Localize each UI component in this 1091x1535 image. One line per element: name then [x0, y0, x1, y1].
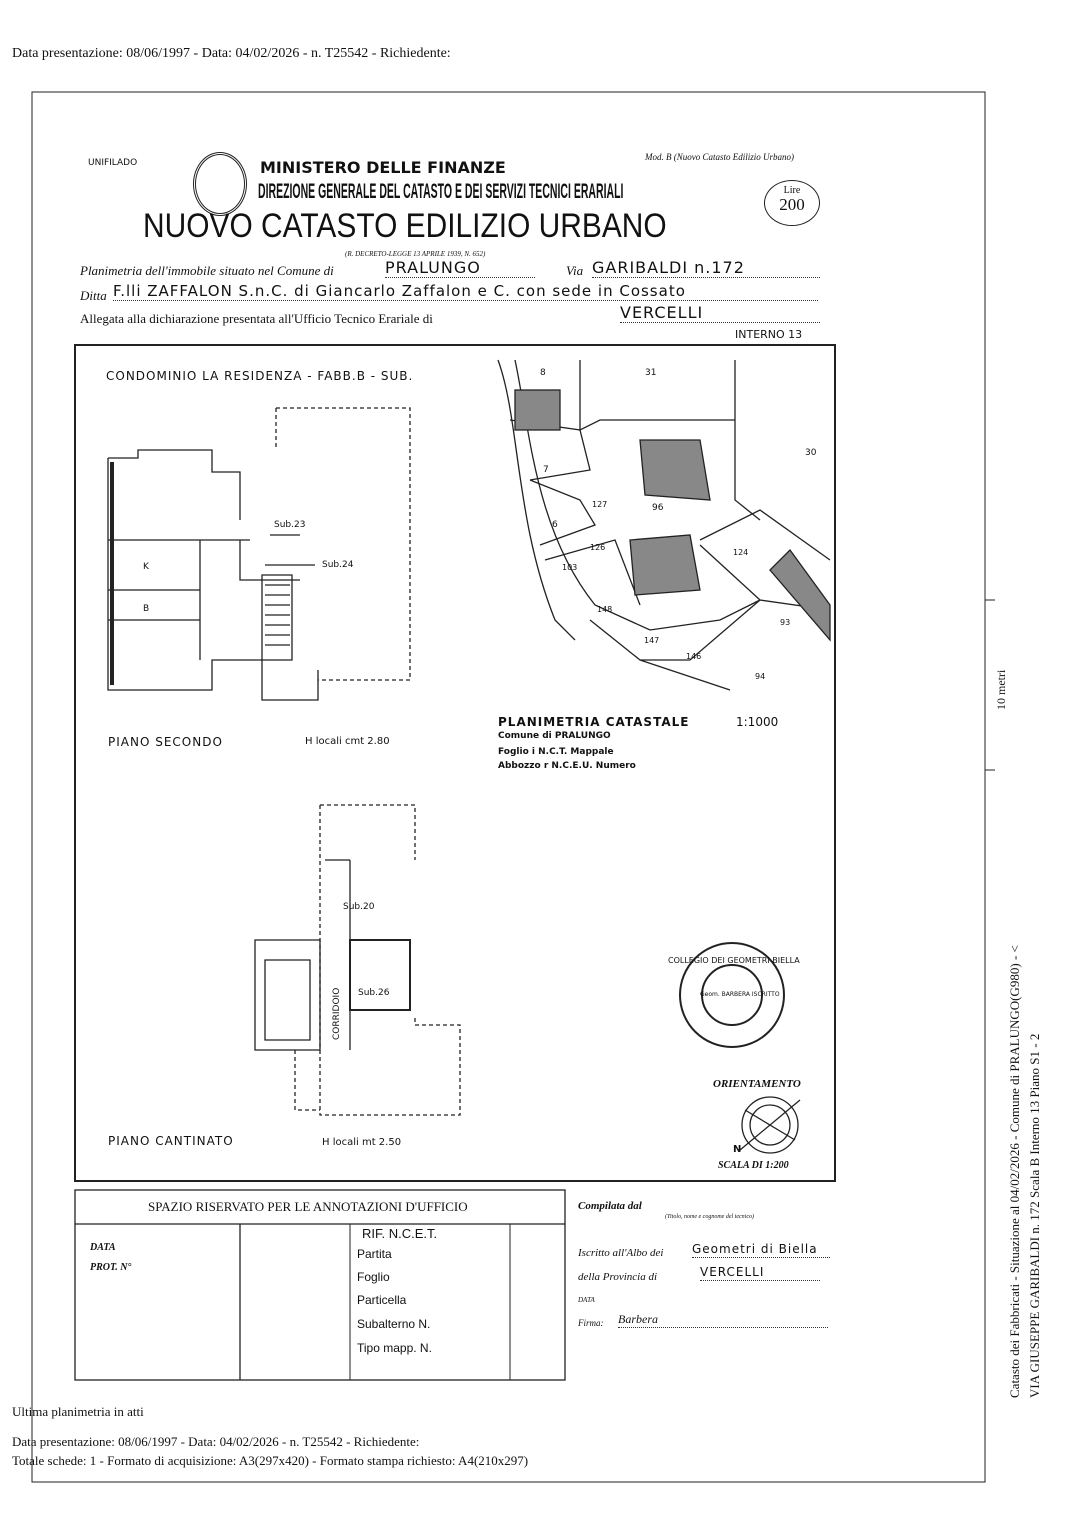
outer-frame: [31, 91, 986, 1483]
scale-bar-ticks: [985, 599, 995, 771]
via-value: GARIBALDI n.172: [592, 258, 820, 279]
parcel-147: 147: [644, 636, 660, 645]
footer-last-plan: Ultima planimetria in atti: [12, 1404, 144, 1419]
provincia-label: della Provincia di: [578, 1271, 658, 1283]
top-presentation-line: Data presentazione: 08/06/1997 - Data: 0…: [12, 46, 451, 61]
compilata-hint: (Titolo, nome e cognome del tecnico): [665, 1214, 754, 1220]
map-foglio: Foglio i N.C.T. Mappale: [498, 747, 614, 757]
seal-inner-text: Geom. BARBERA ISCRITTO: [700, 991, 780, 998]
field-foglio: Foglio: [357, 1270, 390, 1284]
field-particella: Particella: [357, 1293, 407, 1307]
side-text-situation: Catasto dei Fabbricati - Situazione al 0…: [1007, 945, 1022, 1398]
office-table-lines: [74, 1189, 566, 1381]
basement-height: H locali mt 2.50: [322, 1137, 402, 1148]
stamp-value: 200: [779, 195, 805, 214]
drawing-frame: [74, 344, 836, 1182]
allegata-label: Allegata alla dichiarazione presentata a…: [80, 311, 433, 326]
parcel-8: 8: [540, 368, 546, 378]
room-b-label: B: [143, 604, 150, 614]
map-title: PLANIMETRIA CATASTALE: [498, 715, 690, 729]
seal-outer-text: COLLEGIO DEI GEOMETRI BIELLA: [668, 956, 800, 965]
direction-name: DIREZIONE GENERALE DEL CATASTO E DEI SER…: [258, 180, 624, 203]
sub23-label: Sub.23: [274, 520, 306, 530]
rif-label: RIF. N.C.E.T.: [362, 1226, 438, 1241]
condominio-label: CONDOMINIO LA RESIDENZA - FABB.B - SUB.: [106, 369, 414, 383]
second-floor-plan: [107, 407, 411, 701]
basement-label: PIANO CANTINATO: [108, 1134, 234, 1148]
map-scale: 1:1000: [736, 715, 779, 729]
parcel-146: 146: [686, 652, 702, 661]
scale-bar-label: 10 metri: [994, 669, 1008, 710]
second-floor-label: PIANO SECONDO: [108, 735, 223, 749]
stamp-label: Lire: [783, 185, 801, 196]
iscritto-label: Iscritto all'Albo dei: [578, 1247, 664, 1259]
parcel-126: 126: [590, 543, 606, 552]
sub20-label: Sub.20: [343, 902, 375, 912]
compilata-label: Compilata dal: [578, 1200, 642, 1212]
side-text-address: VIA GIUSEPPE GARIBALDI n. 172 Scala B In…: [1027, 1033, 1042, 1398]
ditta-label: Ditta: [80, 288, 107, 303]
parcel-124: 124: [733, 548, 749, 557]
cadastral-map: [497, 359, 831, 691]
corridor-label: CORRIDOIO: [332, 987, 342, 1040]
parcel-96: 96: [652, 503, 664, 513]
firma-signature: Barbera: [618, 1312, 828, 1328]
parcel-127: 127: [592, 500, 608, 509]
comune-value: PRALUNGO: [385, 258, 535, 279]
parcel-31: 31: [645, 368, 657, 378]
footer-presentation: Data presentazione: 08/06/1997 - Data: 0…: [12, 1434, 420, 1449]
scale-label: SCALA DI 1:200: [718, 1160, 789, 1171]
parcel-7: 7: [543, 465, 549, 475]
map-comune: Comune di PRALUNGO: [498, 731, 611, 741]
second-floor-height: H locali cmt 2.80: [305, 736, 390, 747]
firma-label: Firma:: [578, 1318, 604, 1328]
orientation-compass-icon: [739, 1096, 801, 1154]
republic-emblem-icon: [193, 152, 247, 216]
field-partita: Partita: [357, 1247, 392, 1261]
office-box-title: SPAZIO RISERVATO PER LE ANNOTAZIONI D'UF…: [148, 1199, 468, 1214]
via-label: Via: [566, 263, 584, 278]
parcel-93: 93: [780, 618, 791, 627]
north-label: N: [733, 1144, 742, 1155]
parcel-148: 148: [597, 605, 613, 614]
basement-plan: [254, 804, 461, 1116]
ditta-value: F.lli ZAFFALON S.n.C. di Giancarlo Zaffa…: [113, 282, 818, 302]
revenue-stamp: Lire 200: [764, 180, 820, 226]
sub24-label: Sub.24: [322, 560, 354, 570]
parcel-103: 103: [562, 563, 578, 572]
document-title: NUOVO CATASTO EDILIZIO URBANO: [143, 207, 667, 245]
form-code: Mod. B (Nuovo Catasto Edilizio Urbano): [645, 152, 794, 162]
signature-data-label: DATA: [578, 1296, 595, 1304]
office-prot-label: PROT. N°: [90, 1262, 132, 1273]
ministry-name: MINISTERO DELLE FINANZE: [260, 158, 506, 177]
sub26-label: Sub.26: [358, 988, 390, 998]
decree-ref: (R. DECRETO-LEGGE 13 APRILE 1939, N. 652…: [345, 250, 486, 258]
footer-totals: Totale schede: 1 - Formato di acquisizio…: [12, 1453, 529, 1468]
iscritto-value: Geometri di Biella: [692, 1242, 830, 1258]
map-abbozzo: Abbozzo r N.C.E.U. Numero: [498, 761, 636, 771]
provincia-value: VERCELLI: [700, 1265, 820, 1281]
orientation-label: ORIENTAMENTO: [713, 1078, 801, 1090]
room-k-label: K: [143, 562, 149, 572]
ufficio-value: VERCELLI: [620, 303, 820, 324]
parcel-30: 30: [805, 448, 817, 458]
parcel-6: 6: [552, 520, 558, 530]
planimetria-label: Planimetria dell'immobile situato nel Co…: [80, 263, 334, 278]
interno-label: INTERNO 13: [735, 328, 803, 341]
corner-label: UNIFILADO: [88, 158, 138, 168]
parcel-94: 94: [755, 672, 766, 681]
field-subalterno: Subalterno N.: [357, 1317, 431, 1331]
office-data-label: DATA: [90, 1242, 116, 1253]
surveyor-seal: [679, 942, 785, 1048]
field-tipo-mapp: Tipo mapp. N.: [357, 1341, 432, 1355]
